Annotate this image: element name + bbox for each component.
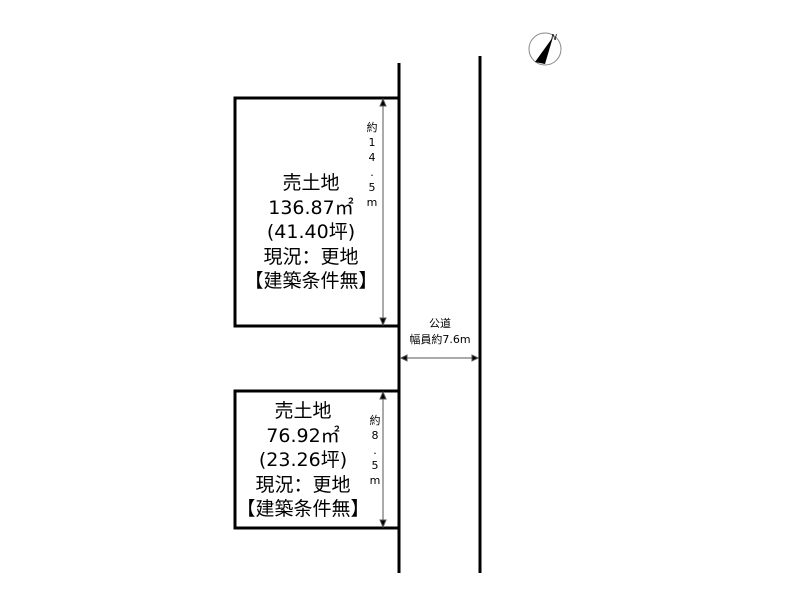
- road-label: 公道 幅員約7.6m: [400, 316, 480, 348]
- plot-2-title: 売土地: [274, 400, 332, 422]
- svg-text:N: N: [551, 33, 557, 42]
- road-width: 幅員約7.6m: [409, 333, 471, 346]
- plot-1-title: 売土地: [282, 172, 340, 194]
- plot-1-status: 現況：更地: [263, 245, 359, 268]
- road-name: 公道: [429, 317, 451, 330]
- plot-2-area-tsubo: (23.26坪): [258, 449, 348, 471]
- dimension-lines: [379, 97, 480, 529]
- north-arrow-icon: N: [528, 32, 562, 66]
- plot-2-boundary: [233, 389, 401, 530]
- plot-1-condition: 【建築条件無】: [244, 270, 378, 292]
- plot-1-area-m2: 136.87㎡: [268, 196, 354, 219]
- plot-2-label: 売土地 76.92㎡ (23.26坪) 現況：更地 【建築条件無】: [236, 399, 370, 522]
- plot-2-condition: 【建築条件無】: [236, 498, 370, 520]
- road-lines: [397, 56, 482, 573]
- plot-2-area-m2: 76.92㎡: [266, 424, 340, 447]
- plot-1-area-tsubo: (41.40坪): [266, 221, 356, 243]
- plot-1-boundary: [233, 96, 401, 328]
- plot-2-status: 現況：更地: [255, 473, 351, 496]
- plot-1-label: 売土地 136.87㎡ (41.40坪) 現況：更地 【建築条件無】: [240, 171, 382, 294]
